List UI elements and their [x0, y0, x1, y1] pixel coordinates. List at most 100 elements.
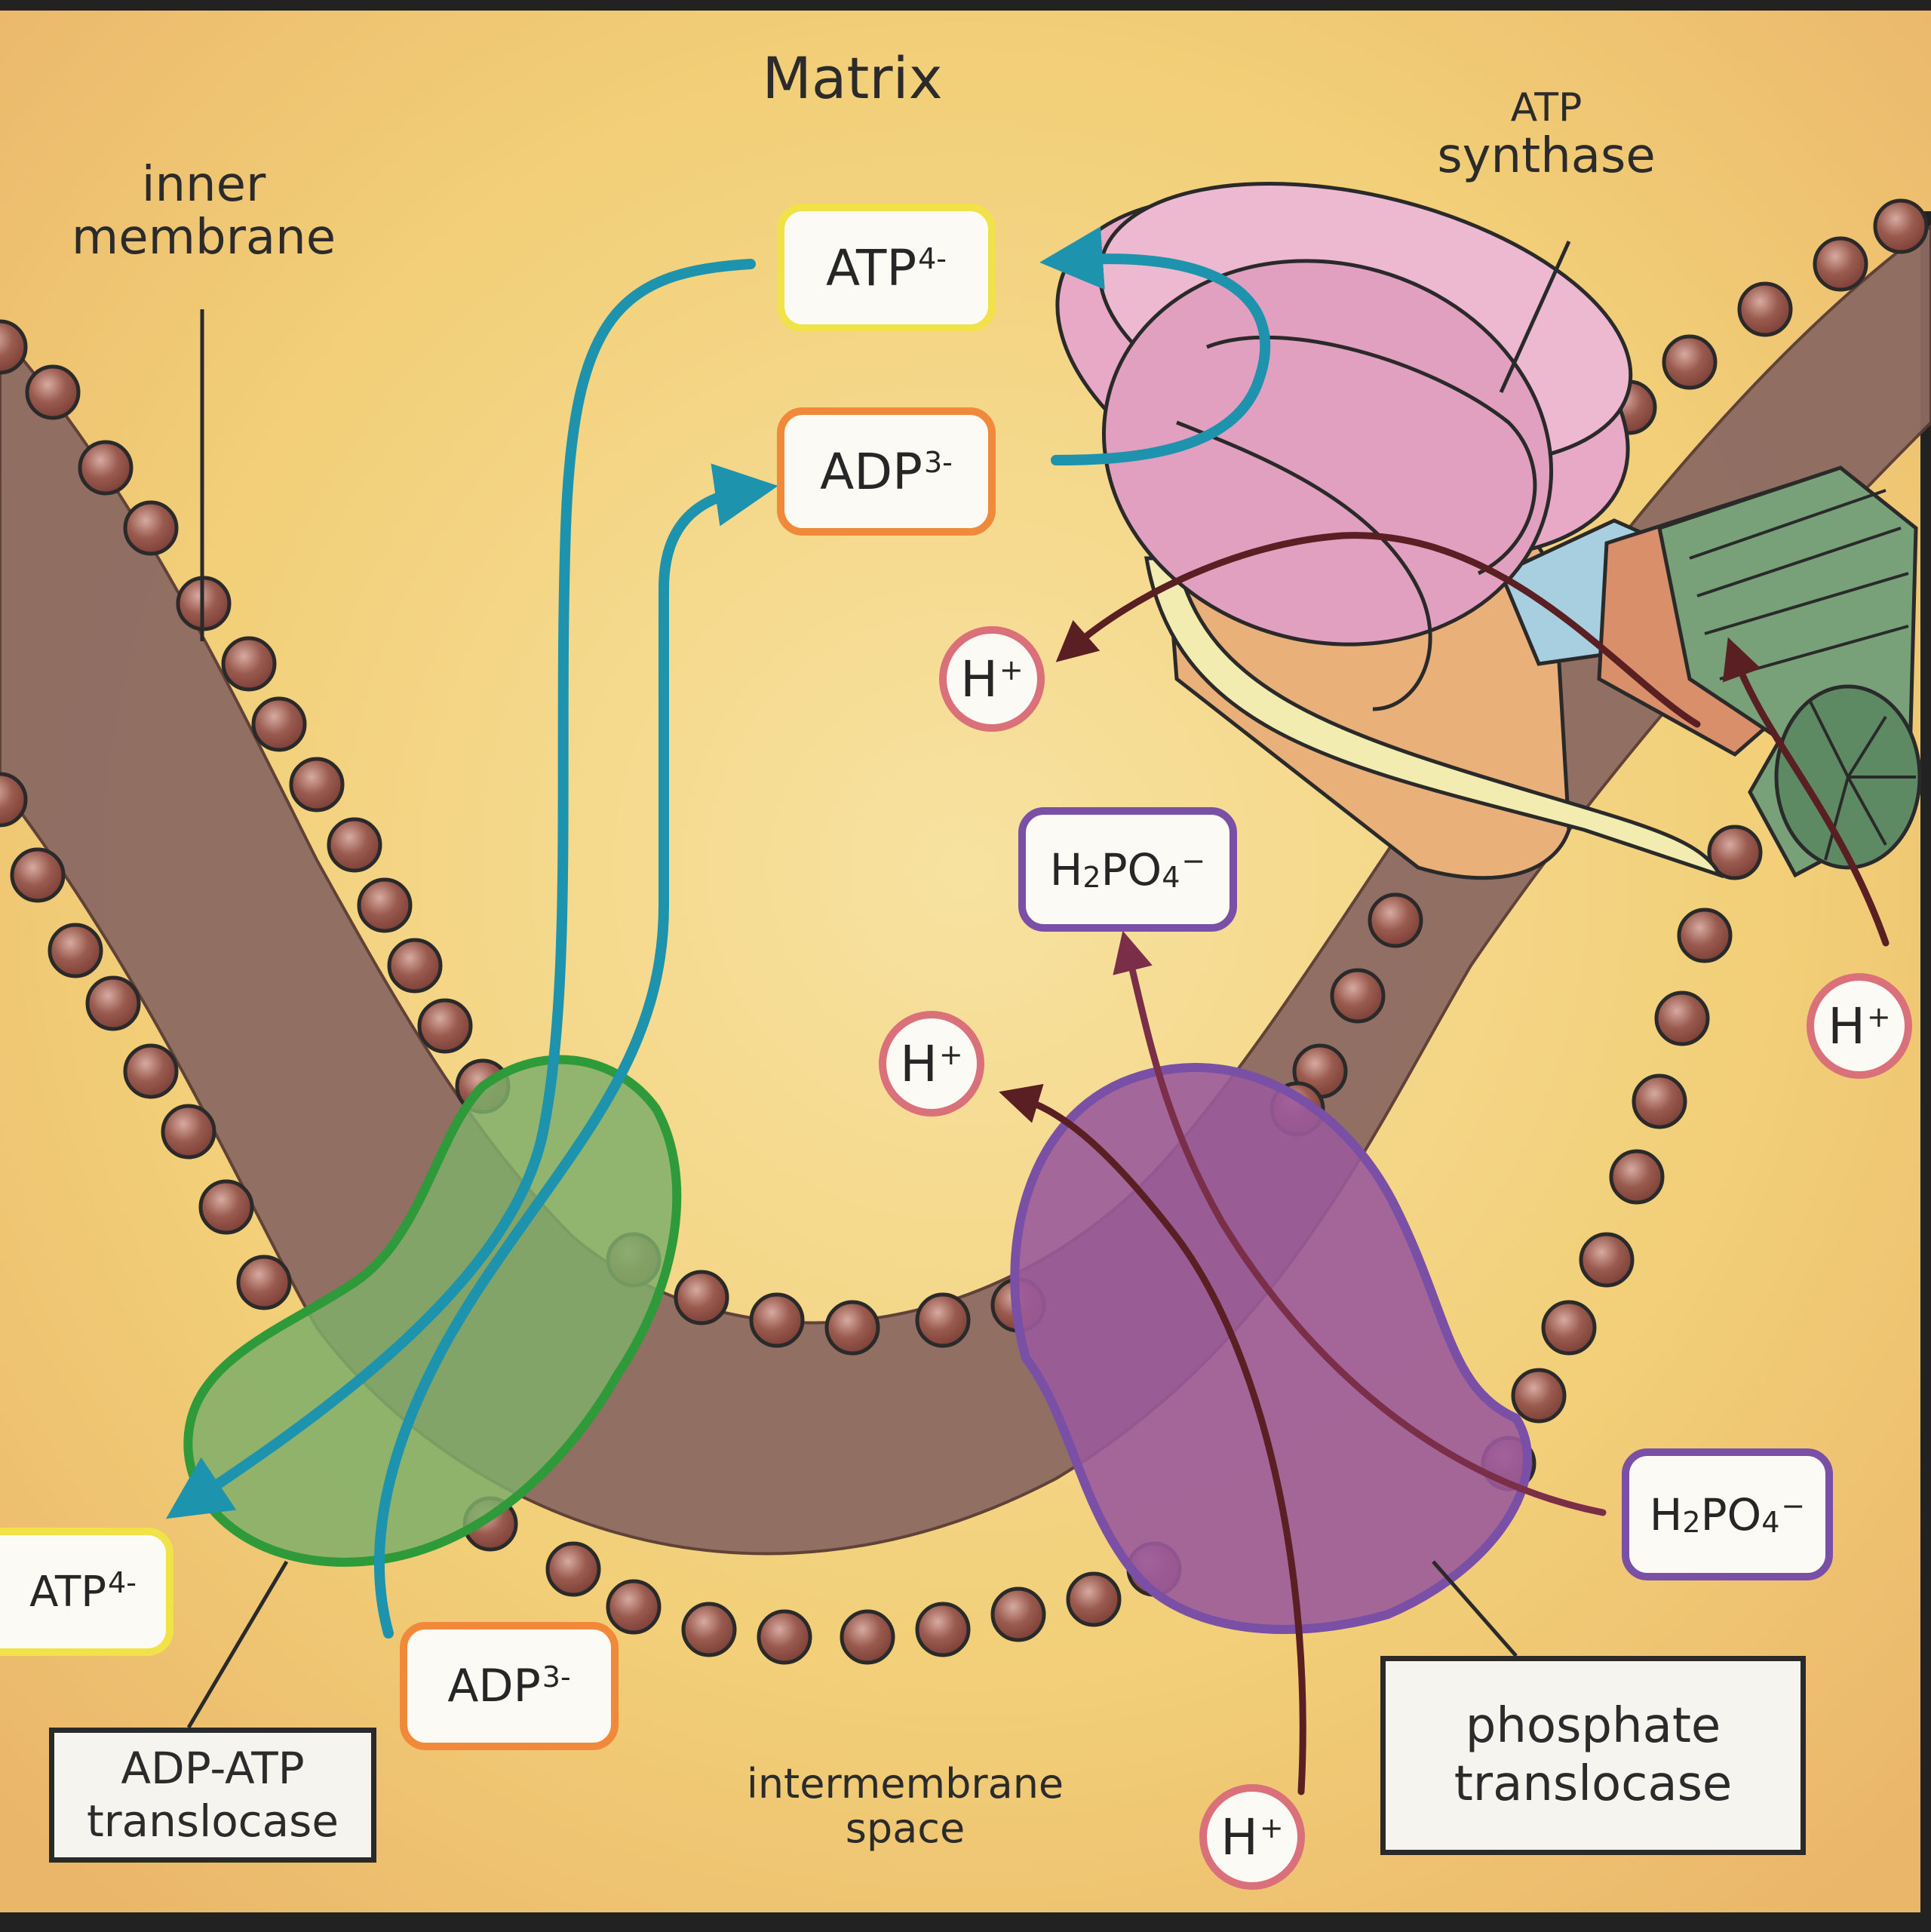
frame-right	[1920, 211, 1931, 1932]
lipid-head	[840, 1609, 895, 1665]
atp-synthase-protein	[1055, 181, 1922, 880]
phosphate-translocase-label-line2: translocase	[1454, 1756, 1733, 1812]
proton-matrix-upper: H+	[939, 626, 1045, 732]
phosphate-ims-sub2: 2	[1682, 1505, 1701, 1539]
lipid-head	[990, 1586, 1046, 1642]
lipid-head	[1707, 825, 1763, 880]
lipid-head	[161, 1104, 216, 1160]
lipid-head	[915, 1292, 971, 1348]
frame-bottom	[0, 1912, 1931, 1932]
lipid-head	[123, 1043, 179, 1099]
adp-matrix-charge: 3-	[923, 446, 953, 479]
lipid-head	[1609, 1149, 1665, 1205]
lipid-head	[674, 1270, 729, 1325]
atp-synthase-label-line1: ATP	[1510, 85, 1583, 131]
lipid-head	[1632, 1074, 1687, 1129]
proton-charge: +	[1866, 1000, 1891, 1034]
phosphate-matrix-sub2: 2	[1082, 860, 1101, 894]
adp-ims-charge: 3-	[542, 1660, 571, 1694]
proton-synthase-out-arrow	[1055, 532, 1701, 728]
proton-charge: +	[1259, 1811, 1284, 1844]
lipid-head	[824, 1300, 880, 1356]
proton-symport-arrow	[999, 1083, 1306, 1795]
atp-matrix-charge: 4-	[918, 242, 947, 275]
phosphate-matrix-charge: −	[1181, 843, 1206, 877]
proton-charge: +	[999, 653, 1024, 686]
lipid-head	[749, 1292, 805, 1348]
lipid-head	[10, 847, 66, 903]
phosphate-ims-po: PO	[1700, 1488, 1762, 1540]
atp-ims-charge: 4-	[108, 1566, 137, 1599]
atp-ims-base: ATP	[29, 1567, 107, 1617]
lipid-head	[1066, 1571, 1122, 1627]
lipid-head	[1662, 334, 1718, 390]
lipid-head	[681, 1602, 737, 1657]
atp-synthase-leader	[1499, 240, 1571, 394]
atp-export-arrow	[166, 259, 756, 1519]
lipid-head	[198, 1179, 254, 1235]
proton-base: H	[1828, 997, 1865, 1055]
adp-import-arrow	[374, 463, 778, 1639]
lipid-head	[327, 817, 382, 873]
adp-atp-translocase-label-line1: ADP-ATP	[121, 1742, 305, 1794]
phosphate-ims-h: H	[1649, 1488, 1683, 1540]
lipid-head	[123, 500, 179, 556]
lipid-head	[1511, 1368, 1567, 1424]
adp-matrix-base: ADP	[820, 442, 923, 501]
inner-membrane-label: inner membrane	[45, 158, 362, 265]
atp-synthase-label: ATP synthase	[1403, 85, 1690, 185]
proton-matrix-lower: H+	[879, 1011, 984, 1117]
phosphate-translocase-leader	[1432, 1560, 1518, 1657]
phosphate-import-arrow	[1113, 930, 1607, 1516]
lipid-head	[251, 696, 307, 752]
lipid-head	[1813, 236, 1868, 292]
intermembrane-space-label-line1: intermembrane	[746, 1760, 1064, 1808]
lipid-head	[757, 1609, 812, 1665]
phosphate-matrix-h: H	[1049, 843, 1083, 895]
inner-membrane-label-line1: inner	[141, 157, 266, 213]
lipid-head	[1873, 198, 1929, 254]
phosphate-translocase-label-line1: phosphate	[1465, 1698, 1721, 1755]
adp-atp-translocase-leader	[186, 1560, 289, 1729]
lipid-head	[289, 757, 345, 812]
adp-ims-base: ADP	[447, 1660, 541, 1712]
lipid-head	[221, 636, 277, 692]
lipid-head	[1579, 1232, 1635, 1288]
frame-top	[0, 0, 1931, 11]
lipid-head	[1541, 1300, 1597, 1356]
phosphate-matrix-po: PO	[1101, 843, 1162, 895]
intermembrane-space-label: intermembrane space	[694, 1762, 1116, 1851]
inner-membrane-label-line2: membrane	[71, 210, 336, 266]
lipid-head	[1737, 281, 1793, 337]
lipid-head	[0, 772, 28, 828]
proton-base: H	[960, 650, 998, 708]
atp-synthesis-arrow	[1039, 226, 1271, 465]
lipid-head	[48, 923, 103, 978]
lipid-head	[545, 1541, 601, 1597]
proton-ims-right: H+	[1807, 973, 1912, 1079]
lipid-head	[417, 998, 473, 1054]
proton-base: H	[900, 1034, 938, 1093]
lipid-head	[1677, 908, 1733, 963]
atp-matrix-base: ATP	[825, 238, 917, 297]
atp-synthase-label-line2: synthase	[1437, 128, 1656, 185]
lipid-head	[1654, 991, 1710, 1046]
adp-atp-translocase-label-line2: translocase	[86, 1795, 339, 1847]
proton-charge: +	[938, 1038, 963, 1071]
lipid-head	[236, 1255, 292, 1310]
matrix-label: Matrix	[762, 45, 943, 112]
lipid-head	[0, 319, 28, 375]
adp-atp-translocase-label-box: ADP-ATP translocase	[49, 1728, 376, 1863]
lipid-head	[1330, 968, 1386, 1024]
phosphate-ims-sub4: 4	[1761, 1505, 1780, 1539]
lipid-head	[78, 440, 134, 496]
intermembrane-space-label-line2: space	[845, 1805, 966, 1853]
lipid-head	[1368, 892, 1423, 948]
lipid-head	[25, 364, 81, 420]
phosphate-ims-charge: −	[1781, 1488, 1806, 1522]
